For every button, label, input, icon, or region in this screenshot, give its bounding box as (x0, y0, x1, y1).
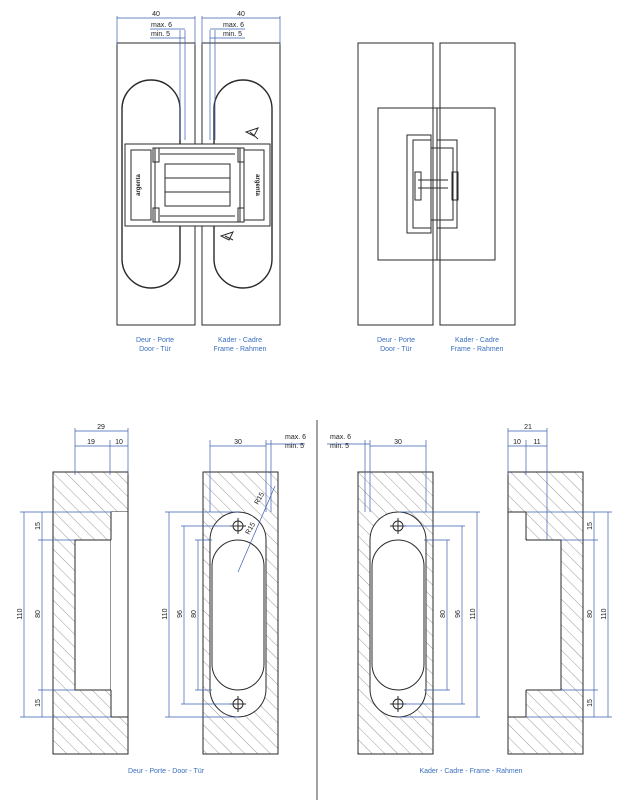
frame-section-view: max. 6 min. 5 30 80 96 110 21 10 11 (327, 424, 612, 775)
caption-frame-2: Frame - Rahmen (451, 346, 504, 353)
dim-110: 110 (470, 608, 477, 619)
brand-label-right: argenta (254, 174, 260, 196)
dim-80-face: 80 (191, 610, 198, 618)
dim-110: 110 (17, 608, 24, 619)
dim-30: 30 (394, 439, 402, 446)
hinge-side-view: Deur - Porte Door - Tür Kader - Cadre Fr… (357, 42, 516, 353)
arrow-icon (219, 231, 234, 241)
dim-110-side: 110 (601, 608, 608, 619)
dim-96: 96 (455, 610, 462, 618)
brand-label-left: argenta (136, 174, 142, 196)
door-section-view: 29 19 10 110 15 80 15 R15 R15 30 max. 6 (17, 424, 306, 775)
caption-door-1: Deur - Porte (136, 337, 174, 344)
dim-21: 21 (524, 424, 532, 431)
dim-80-side: 80 (587, 610, 594, 618)
dim-96: 96 (177, 610, 184, 618)
dim-29: 29 (97, 424, 105, 431)
dim-max-right: max. 6 (223, 22, 244, 29)
dim-15-top: 15 (35, 522, 42, 530)
caption-frame-1: Kader - Cadre (218, 337, 262, 344)
dim-80: 80 (35, 610, 42, 618)
hinge-front-view: argenta argenta 40 40 max. 6 min. 5 max.… (116, 11, 281, 353)
caption-door-2: Door - Tür (139, 346, 171, 353)
dim-10: 10 (513, 439, 521, 446)
dim-15-bottom: 15 (587, 699, 594, 707)
dim-15-bottom: 15 (35, 699, 42, 707)
dim-min-right: min. 5 (223, 31, 242, 38)
dim-max: max. 6 (285, 434, 306, 441)
dim-11: 11 (533, 439, 540, 446)
dim-30: 30 (234, 439, 242, 446)
dim-80: 80 (440, 610, 447, 618)
dim-min: min. 5 (330, 443, 349, 450)
caption-frame-1: Kader - Cadre (455, 337, 499, 344)
dim-19: 19 (87, 439, 95, 446)
dim-frame-width: 40 (237, 11, 245, 18)
dim-10: 10 (115, 439, 123, 446)
caption-door-2: Door - Tür (380, 346, 412, 353)
caption-frame-2: Frame - Rahmen (214, 346, 267, 353)
dim-max: max. 6 (330, 434, 351, 441)
arrow-icon (244, 127, 259, 140)
dim-110-face: 110 (162, 608, 169, 619)
dim-min-left: min. 5 (151, 31, 170, 38)
caption-frame: Kader - Cadre - Frame - Rahmen (419, 768, 522, 775)
caption-door: Deur - Porte - Door - Tür (128, 768, 205, 775)
dim-15-top: 15 (587, 522, 594, 530)
caption-door-1: Deur - Porte (377, 337, 415, 344)
dim-max-left: max. 6 (151, 22, 172, 29)
dim-door-width: 40 (152, 11, 160, 18)
dim-min: min. 5 (285, 443, 304, 450)
